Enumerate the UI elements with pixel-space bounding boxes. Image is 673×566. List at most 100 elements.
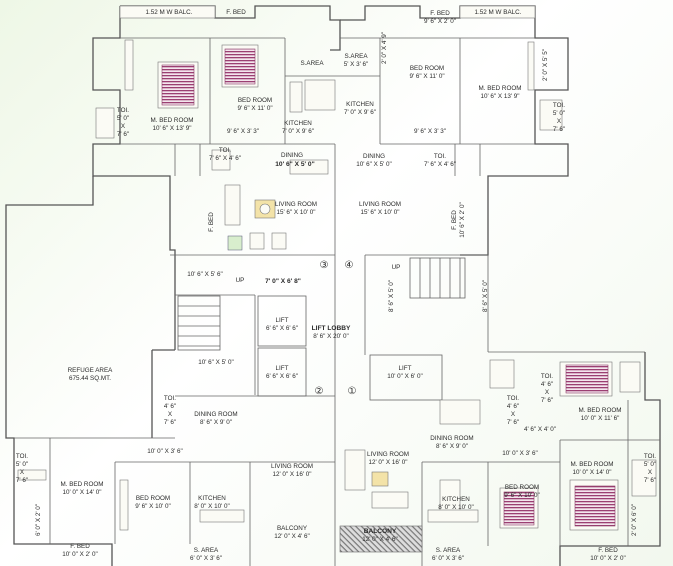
- label-toi-bl2: TOI.: [16, 453, 28, 460]
- label-passage-bottom-left: 10' 0" X 3' 6": [147, 448, 183, 455]
- label-toi-bl2-dim2: 7' 6": [16, 477, 28, 484]
- label-living-right-dim: 15' 6" X 10' 0": [360, 209, 399, 216]
- label-bed-top-left: BED ROOM: [238, 97, 272, 104]
- label-dining-right: DINING: [363, 153, 385, 160]
- label-toi-top-left-dim2: 7' 6": [117, 131, 129, 138]
- label-toi-mid-left: TOI.: [219, 147, 231, 154]
- label-bed-top-right: BED ROOM: [410, 65, 444, 72]
- label-lift2-dim: 6' 6" X 6' 6": [266, 373, 298, 380]
- label-toi-br2-x: X: [511, 411, 516, 418]
- label-mbed-top-left: M. BED ROOM: [150, 117, 193, 124]
- label-living-left: LIVING ROOM: [275, 201, 317, 208]
- beds: [157, 44, 619, 531]
- label-toi-br-dim1: 4' 6": [541, 381, 553, 388]
- label-kitchen-bottom-left-dim: 8' 0" X 10' 0": [194, 503, 230, 510]
- label-fbed-top-left: F. BED: [226, 9, 246, 16]
- label-toi-top-right: TOI.: [553, 102, 565, 109]
- label-toi-mid-right-dim: 7' 6" X 4' 6": [424, 161, 456, 168]
- label-dining-bottom-left-dim: 8' 6" X 9' 0": [200, 419, 232, 426]
- label-toi-top-right-dim1: 5' 0": [553, 110, 565, 117]
- label-lift-lobby: LIFT LOBBY: [312, 325, 351, 332]
- label-bed-top-left-dim: 9' 6" X 11' 0": [237, 105, 272, 112]
- label-toi-mid-right: TOI.: [434, 153, 446, 160]
- label-mbed-bottom-right: M. BED ROOM: [578, 407, 621, 414]
- label-dim-vert-2: 2' 0" X 5' 5": [542, 49, 549, 81]
- label-lift3-dim: 10' 0" X 6' 0": [387, 373, 423, 380]
- label-toi-bottom-left-dim2: 7' 6": [164, 419, 176, 426]
- label-dining-bottom-left: DINING ROOM: [194, 411, 237, 418]
- label-sarea-top-right-dim: 5' X 3' 6": [344, 61, 369, 68]
- label-stair-bottom-dim: 10' 6" X 5' 0": [198, 359, 234, 366]
- label-balcony-bottom-center: BALCONY: [364, 528, 397, 535]
- label-sarea-bottom-right-dim: 6' 0" X 3' 6": [432, 555, 464, 562]
- marker-3: ③: [320, 260, 329, 271]
- label-toi-br3-dim1: 5' 0": [644, 461, 656, 468]
- balcony-bottom-hatch: [339, 525, 423, 553]
- label-passage-bottom-right: 10' 0" X 3' 6": [502, 450, 538, 457]
- marker-1: ①: [348, 386, 357, 397]
- label-passage: 10' 6" X 5' 6": [187, 271, 223, 278]
- label-fbed-side-right: F. BED: [451, 210, 458, 230]
- label-fbed-top-right-dim: 9' 6" X 2' 0": [424, 18, 456, 25]
- label-toi-br2-dim3: 4' 6" X 4' 0": [524, 426, 556, 433]
- label-refuge: REFUGE AREA: [68, 367, 114, 374]
- label-dining-right-dim: 10' 6" X 5' 0": [356, 161, 392, 168]
- label-toi-br-dim2: 7' 6": [541, 397, 553, 404]
- label-refuge-dim: 675.44 SQ.MT.: [69, 375, 111, 382]
- label-mbed-bottom-left: M. BED ROOM: [60, 481, 103, 488]
- label-toi-br-x: X: [545, 389, 550, 396]
- balcony-top-left: [119, 5, 216, 19]
- label-dining-left-dim: 10' 6" X 5' 0": [275, 161, 314, 168]
- label-toi-mid-left-dim: 7' 6" X 4' 6": [209, 155, 241, 162]
- label-balcony-bottom-center-dim: 12' 0" X 4' 6": [362, 536, 398, 543]
- label-up-right: UP: [392, 264, 401, 271]
- label-mbed-top-right-dim: 10' 6" X 13' 9": [480, 93, 519, 100]
- label-dining-bottom-right: DINING ROOM: [430, 435, 473, 442]
- marker-4: ④: [345, 260, 354, 271]
- label-kitchen-top-right-dim: 7' 0" X 9' 6": [344, 109, 376, 116]
- label-living-bottom-center-dim: 12' 0" X 16' 0": [368, 459, 407, 466]
- label-stair-dim2: 8' 6" X 5' 0": [482, 280, 489, 312]
- label-mbed-bottom-right-2: M. BED ROOM: [570, 461, 613, 468]
- label-kitchen-bottom-right-dim: 8' 0" X 10' 0": [438, 504, 474, 511]
- label-fbed-top-right: F. BED: [430, 10, 450, 17]
- label-dim-vert-1: 2' 0" X 4' 9": [381, 32, 388, 64]
- label-toi-bl2-x: X: [20, 469, 25, 476]
- label-mbed-top-left-dim: 10' 6" X 13' 9": [152, 125, 191, 132]
- walls: [5, 5, 661, 566]
- label-mbed-top-right: M. BED ROOM: [478, 85, 521, 92]
- label-sarea-top-right: S.AREA: [344, 53, 368, 60]
- label-balcony-top-right: 1.52 M W BALC.: [475, 9, 522, 16]
- label-toi-top-right-x: X: [557, 118, 562, 125]
- label-lift1: LIFT: [276, 317, 289, 324]
- label-toi-br: TOI.: [541, 373, 553, 380]
- label-toi-br3-dim2: 7' 6": [644, 477, 656, 484]
- label-balcony-top-left: 1.52 M W BALC.: [146, 9, 193, 16]
- label-toi-top-left: TOI.: [117, 107, 129, 114]
- label-bed-bottom-right: BED ROOM: [505, 484, 539, 491]
- label-balcony-bottom-left-dim: 12' 0" X 4' 6": [274, 533, 310, 540]
- label-kitchen-top-left-dim: 7' 0" X 9' 6": [282, 128, 314, 135]
- label-living-left-dim: 15' 6" X 10' 0": [276, 209, 315, 216]
- staircases: [177, 257, 466, 351]
- label-fbed-side-left: F. BED: [208, 212, 215, 232]
- label-passage-mid: 7' 0" X 6' 8": [265, 278, 301, 285]
- label-mbed-bottom-left-dim: 10' 0" X 14' 0": [62, 489, 101, 496]
- label-sarea-top-left: S.AREA: [300, 60, 324, 67]
- label-toi-bottom-left-x: X: [168, 411, 173, 418]
- label-toi-br3-x: X: [648, 469, 653, 476]
- label-lift1-dim: 6' 6" X 6' 6": [266, 325, 298, 332]
- label-living-bottom-left-dim: 12' 0" X 16' 0": [272, 471, 311, 478]
- label-toi-bottom-left: TOI.: [164, 395, 176, 402]
- circled-markers: ① ② ③ ④: [315, 260, 357, 397]
- label-toi-top-left-x: X: [121, 123, 126, 130]
- room-labels: 1.52 M W BALC. F. BED F. BED 9' 6" X 2' …: [16, 9, 656, 562]
- label-balcony-bottom-left: BALCONY: [277, 525, 308, 532]
- marker-2: ②: [315, 386, 324, 397]
- label-toi-top-right-dim2: 7' 6": [553, 126, 565, 133]
- label-dim-vert-bottom-right: 2' 0" X 6' 0": [631, 504, 638, 536]
- balcony-top-right: [459, 5, 536, 19]
- label-sarea-bottom-right: S. AREA: [436, 547, 461, 554]
- label-toi-br2-dim2: 7' 6": [507, 419, 519, 426]
